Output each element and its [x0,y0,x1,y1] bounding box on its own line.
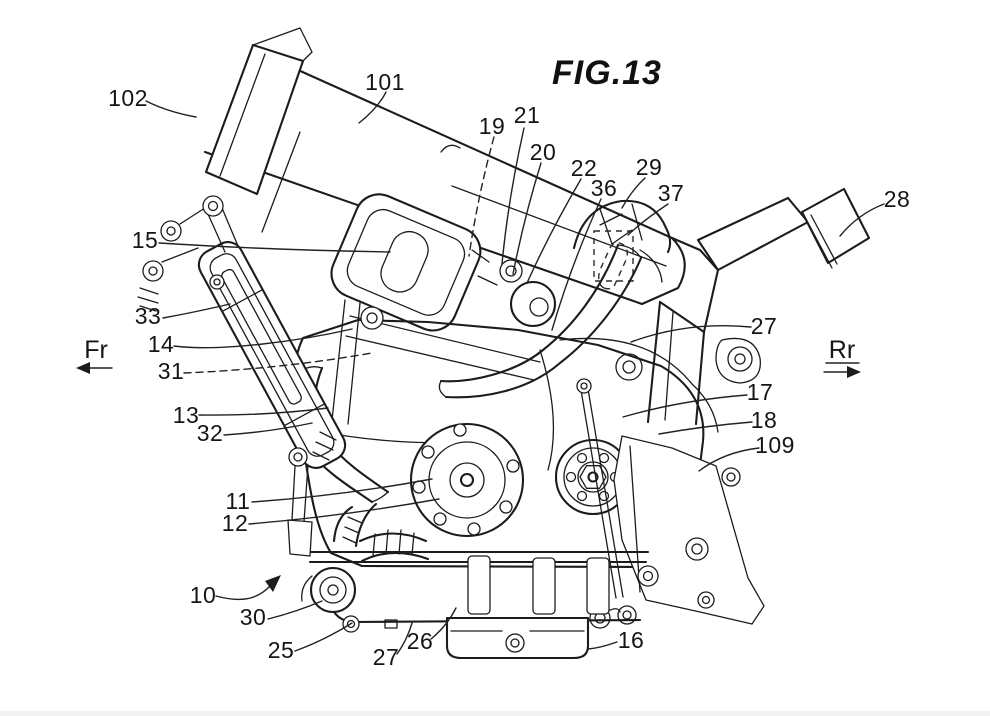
ref-label-26: 26 [407,628,434,654]
ref-label-21: 21 [514,102,541,128]
ref-label-101: 101 [365,69,405,95]
frame-drawing [137,27,871,426]
ref-label-27-rear-frame: 27 [751,313,778,339]
ref-label-14: 14 [148,331,175,357]
ref-label-22: 22 [571,155,598,181]
engine-top-drawing [330,193,643,399]
hose-drawing [292,366,430,563]
front-direction-marker: Fr [76,336,113,374]
ref-label-25: 25 [268,637,295,663]
reference-numerals: 102 101 19 21 20 22 36 29 37 28 15 33 14… [108,69,910,670]
ref-label-30: 30 [240,604,267,630]
ref-label-37: 37 [658,180,685,206]
ref-label-15: 15 [132,227,159,253]
ref-label-32: 32 [197,420,224,446]
page-bottom-artifact-strip [0,711,990,716]
ref-label-36: 36 [591,175,618,201]
ref-label-17: 17 [747,379,774,405]
rear-direction-label: Rr [829,336,855,364]
ref-label-28: 28 [884,186,911,212]
ref-label-20: 20 [530,139,557,165]
ref-label-13: 13 [173,402,200,428]
ref-label-19: 19 [479,113,506,139]
ref-label-12: 12 [222,510,249,536]
oil-pan-drawing [301,550,650,660]
assembly-pointer-arrowhead [265,575,281,592]
ref-label-11: 11 [226,488,251,514]
ref-label-27-drain: 27 [373,644,400,670]
rear-direction-marker: Rr [823,336,861,378]
ref-label-33: 33 [135,303,162,329]
leader-lines [145,91,885,655]
ref-label-16: 16 [618,627,645,653]
front-direction-label: Fr [84,336,108,364]
air-duct-drawing [572,199,672,290]
radiator-drawing [197,195,347,557]
figure-title: FIG.13 [552,54,662,92]
ref-label-109: 109 [755,432,795,458]
ref-label-31: 31 [158,358,185,384]
ref-label-10: 10 [190,582,217,608]
ref-label-102: 102 [108,85,148,111]
ref-label-18: 18 [751,407,778,433]
right-arrow-icon [823,366,861,378]
left-arrow-icon [76,362,113,374]
ref-label-29: 29 [636,154,663,180]
